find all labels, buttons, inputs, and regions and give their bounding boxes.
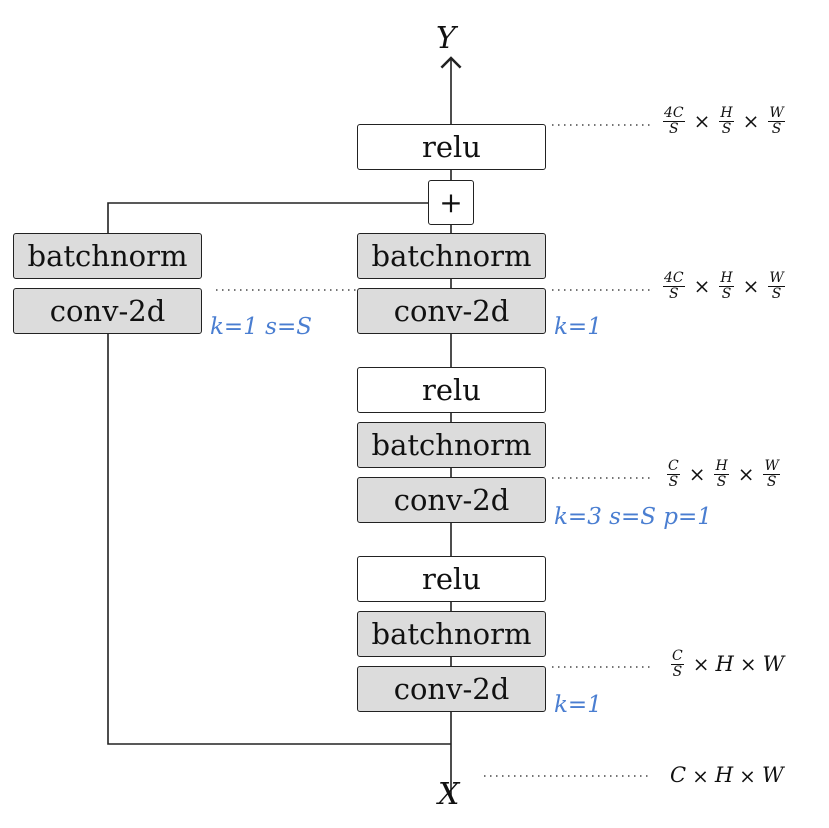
- relu-block-top: relu: [357, 124, 546, 170]
- conv2d-block-bottom: conv-2d: [357, 666, 546, 712]
- relu-block-bottom: relu: [357, 556, 546, 602]
- shortcut-join-line: [107, 202, 428, 234]
- dim-input: C × H × W: [670, 763, 784, 788]
- input-label: X: [438, 777, 460, 812]
- batchnorm-block-mid: batchnorm: [357, 422, 546, 468]
- add-node: +: [428, 180, 474, 225]
- batchnorm-block-bottom: batchnorm: [357, 611, 546, 657]
- output-label: Y: [436, 21, 456, 56]
- relu-block-mid: relu: [357, 367, 546, 413]
- param-shortcut-conv: k=1 s=S: [210, 314, 312, 340]
- conv2d-block-mid: conv-2d: [357, 477, 546, 523]
- conv2d-block-main-top: conv-2d: [357, 288, 546, 334]
- param-conv-bottom: k=1: [554, 692, 602, 718]
- shortcut-path-line: [107, 334, 451, 745]
- param-conv-top: k=1: [554, 314, 602, 340]
- conv2d-block-shortcut: conv-2d: [13, 288, 202, 334]
- param-conv-mid: k=3 s=S p=1: [554, 504, 712, 530]
- batchnorm-block-main-top: batchnorm: [357, 233, 546, 279]
- batchnorm-block-shortcut: batchnorm: [13, 233, 202, 279]
